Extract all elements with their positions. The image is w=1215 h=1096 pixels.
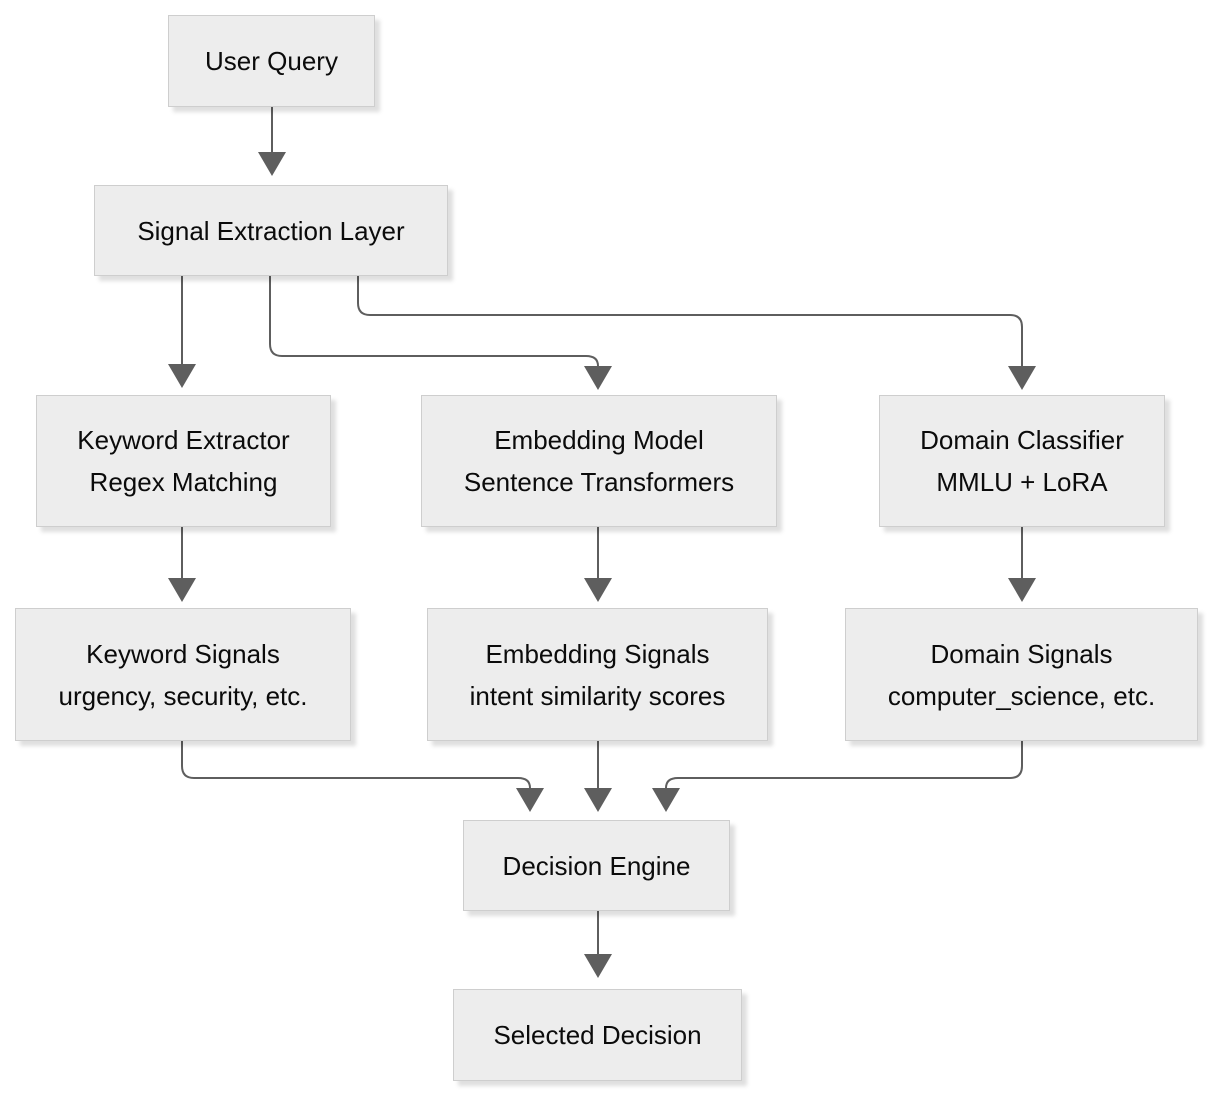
arrowhead <box>168 578 196 602</box>
edge-signal-extraction-to-keyword-extractor <box>168 276 196 388</box>
node-title: User Query <box>205 46 338 76</box>
arrowhead <box>258 152 286 176</box>
arrowhead <box>652 788 680 812</box>
edge-signal-extraction-to-domain-classifier <box>357 276 1036 390</box>
edge-keyword-extractor-to-keyword-signals <box>168 527 196 602</box>
node-title: Signal Extraction Layer <box>137 215 405 246</box>
node-embedding-model: Embedding Model Sentence Transformers <box>421 395 777 527</box>
node-title: Embedding Model <box>494 425 704 455</box>
node-domain-classifier: Domain Classifier MMLU + LoRA <box>879 395 1165 527</box>
node-decision-engine: Decision Engine <box>463 820 730 911</box>
node-keyword-signals: Keyword Signals urgency, security, etc. <box>15 608 351 741</box>
node-subtitle: Regex Matching <box>89 467 278 497</box>
edge-domain-signals-to-decision-engine <box>652 741 1023 812</box>
arrowhead <box>516 788 544 812</box>
node-signal-extraction-layer: Signal Extraction Layer <box>94 185 448 276</box>
edge-decision-engine-to-selected-decision <box>584 910 612 978</box>
node-title: Selected Decision <box>493 1020 702 1050</box>
node-title: Keyword Extractor <box>77 425 290 455</box>
arrowhead <box>584 954 612 978</box>
node-subtitle: computer_science, etc. <box>887 680 1156 711</box>
node-title: Keyword Signals <box>86 638 280 669</box>
node-domain-signals: Domain Signals computer_science, etc. <box>845 608 1198 741</box>
node-title: Embedding Signals <box>485 638 710 669</box>
arrowhead <box>1008 578 1036 602</box>
node-keyword-extractor: Keyword Extractor Regex Matching <box>36 395 331 527</box>
node-selected-decision: Selected Decision <box>453 989 742 1081</box>
edge-user-query-to-signal-extraction <box>258 107 286 176</box>
node-title: Decision Engine <box>502 850 691 881</box>
edge-domain-classifier-to-domain-signals <box>1008 527 1036 602</box>
node-subtitle: MMLU + LoRA <box>936 467 1108 497</box>
node-subtitle: Sentence Transformers <box>463 467 735 497</box>
arrowhead <box>168 364 196 388</box>
node-subtitle: urgency, security, etc. <box>58 680 308 711</box>
node-title: Domain Classifier <box>920 425 1124 455</box>
edge-embedding-signals-to-decision-engine <box>584 741 612 812</box>
edge-signal-extraction-to-embedding-model <box>269 276 612 390</box>
arrowhead <box>1008 366 1036 390</box>
node-embedding-signals: Embedding Signals intent similarity scor… <box>427 608 768 741</box>
arrowhead <box>584 788 612 812</box>
edge-keyword-signals-to-decision-engine <box>181 741 544 812</box>
arrowhead <box>584 578 612 602</box>
node-subtitle: intent similarity scores <box>469 680 726 711</box>
edge-embedding-model-to-embedding-signals <box>584 527 612 602</box>
node-title: Domain Signals <box>930 638 1113 669</box>
node-user-query: User Query <box>168 15 375 107</box>
arrowhead <box>584 366 612 390</box>
